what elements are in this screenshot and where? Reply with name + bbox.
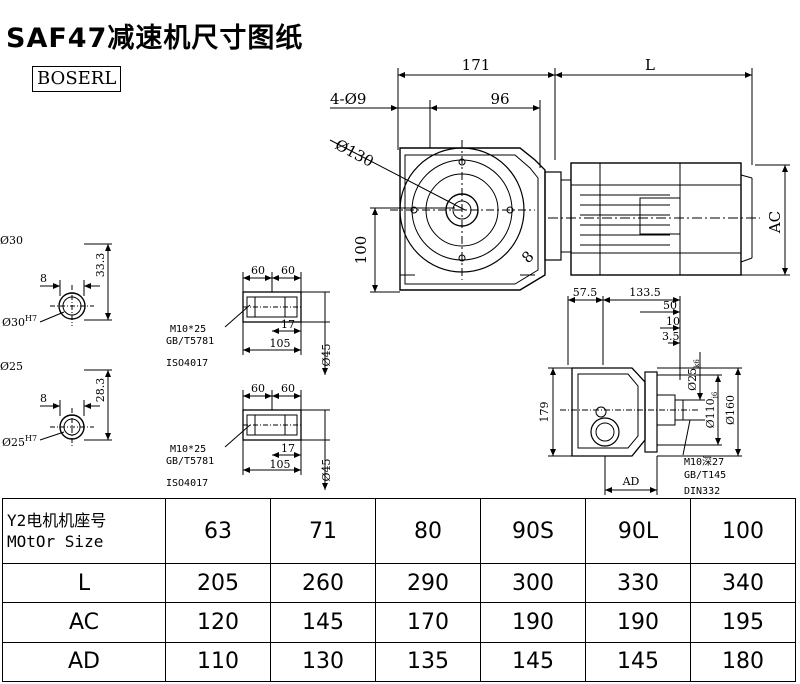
table-cell: 71	[270, 497, 376, 565]
sv-note2: GB/T145	[684, 470, 726, 481]
table-cell: 180	[690, 641, 796, 683]
table-cell: 135	[375, 641, 481, 683]
table-cell: 260	[270, 563, 376, 604]
hollow-shaft-2-view	[224, 390, 330, 490]
h2-d60a: 60	[251, 382, 265, 395]
h1-d105: 105	[270, 337, 291, 350]
table-cell: 63	[165, 497, 271, 565]
dim-96: 96	[490, 90, 509, 108]
shaft30-key: 8	[40, 272, 47, 285]
h1-note2: GB/T5781	[166, 336, 214, 347]
h1-d60b: 60	[281, 264, 295, 277]
h1-d60a: 60	[251, 264, 265, 277]
sv-d3: 3.5	[662, 330, 680, 343]
table-row: AD 110 130 135 145 145 180	[2, 641, 796, 683]
h2-d17: 17	[281, 442, 295, 455]
dim-holes: 4-Ø9	[330, 90, 366, 108]
table-header-row: Y2电机机座号 MOtOr Size 63 71 80 90S 90L 100	[2, 497, 796, 565]
sv-d50: 50	[663, 299, 677, 312]
h2-d105: 105	[270, 458, 291, 471]
label-8: 8	[518, 247, 537, 266]
header-line-1: Y2电机机座号	[7, 511, 107, 531]
sv-d133: 133.5	[629, 286, 661, 299]
sv-d25: Ø25k6	[686, 359, 701, 391]
table-cell: 90L	[585, 497, 691, 565]
dim-d130: Ø130	[332, 136, 377, 171]
h1-d45: Ø45	[320, 343, 333, 366]
row-label: AC	[2, 602, 166, 643]
h2-note1: M10*25	[170, 444, 206, 455]
table-cell: 190	[585, 602, 691, 643]
h1-note3: ISO4017	[166, 358, 208, 369]
table-cell: 145	[480, 641, 586, 683]
h1-d17: 17	[281, 318, 295, 331]
table-cell: 290	[375, 563, 481, 604]
dim-100: 100	[352, 236, 370, 265]
dim-L: L	[645, 56, 655, 74]
h2-note3: ISO4017	[166, 478, 208, 489]
table-cell: 205	[165, 563, 271, 604]
dim-171: 171	[462, 56, 491, 74]
table-cell: 90S	[480, 497, 586, 565]
sv-d110: Ø110j6	[704, 391, 719, 428]
table-cell: 110	[165, 641, 271, 683]
table-cell: 100	[690, 497, 796, 565]
side-view	[548, 296, 742, 495]
header-line-2: MOtOr Size	[7, 532, 104, 552]
main-view	[329, 68, 790, 293]
table-row: L 205 260 290 300 330 340	[2, 563, 796, 604]
hollow-shaft-1-view	[224, 272, 330, 375]
table-cell: 340	[690, 563, 796, 604]
shaft25-key: 8	[40, 392, 47, 405]
sv-d179: 179	[538, 402, 551, 423]
table-cell: 300	[480, 563, 586, 604]
sv-d57: 57.5	[573, 286, 598, 299]
table-cell: 170	[375, 602, 481, 643]
table-cell: 120	[165, 602, 271, 643]
table-cell: 195	[690, 602, 796, 643]
shaft30-height: 33.3	[94, 253, 107, 278]
sv-note3: DIN332	[684, 486, 720, 497]
table-header-label: Y2电机机座号 MOtOr Size	[2, 497, 166, 565]
sv-note1: M10深27	[684, 456, 724, 468]
table-cell: 190	[480, 602, 586, 643]
row-label: L	[2, 563, 166, 604]
h2-note2: GB/T5781	[166, 456, 214, 467]
sv-dAD: AD	[622, 475, 640, 488]
shaft25-dia: Ø25	[0, 360, 23, 373]
sv-d10: 10	[666, 315, 680, 328]
shaft30-dia: Ø30	[0, 234, 23, 247]
table-cell: 80	[375, 497, 481, 565]
shaft30-tol: Ø30H7	[2, 314, 37, 329]
dimension-table: Y2电机机座号 MOtOr Size 63 71 80 90S 90L 100 …	[2, 497, 796, 683]
shaft25-tol: Ø25H7	[2, 434, 37, 449]
dim-AC: AC	[766, 211, 784, 234]
table-cell: 145	[270, 602, 376, 643]
table-cell: 130	[270, 641, 376, 683]
row-label: AD	[2, 641, 166, 683]
shaft25-height: 28.3	[94, 378, 107, 403]
technical-drawing: 171 L 4-Ø9 96 Ø130 100 AC 8 Ø30 8 33.3 Ø…	[0, 56, 790, 497]
h1-note1: M10*25	[170, 324, 206, 335]
h2-d60b: 60	[281, 382, 295, 395]
sv-d160: Ø160	[724, 395, 737, 425]
table-row: AC 120 145 170 190 190 195	[2, 602, 796, 643]
page-title: SAF47减速机尺寸图纸	[6, 23, 304, 54]
shaft-30-view	[39, 243, 112, 326]
brand-logo: BOSERL	[32, 66, 122, 92]
table-cell: 145	[585, 641, 691, 683]
table-cell: 330	[585, 563, 691, 604]
h2-d45: Ø45	[320, 458, 333, 481]
shaft-25-view	[39, 369, 112, 446]
